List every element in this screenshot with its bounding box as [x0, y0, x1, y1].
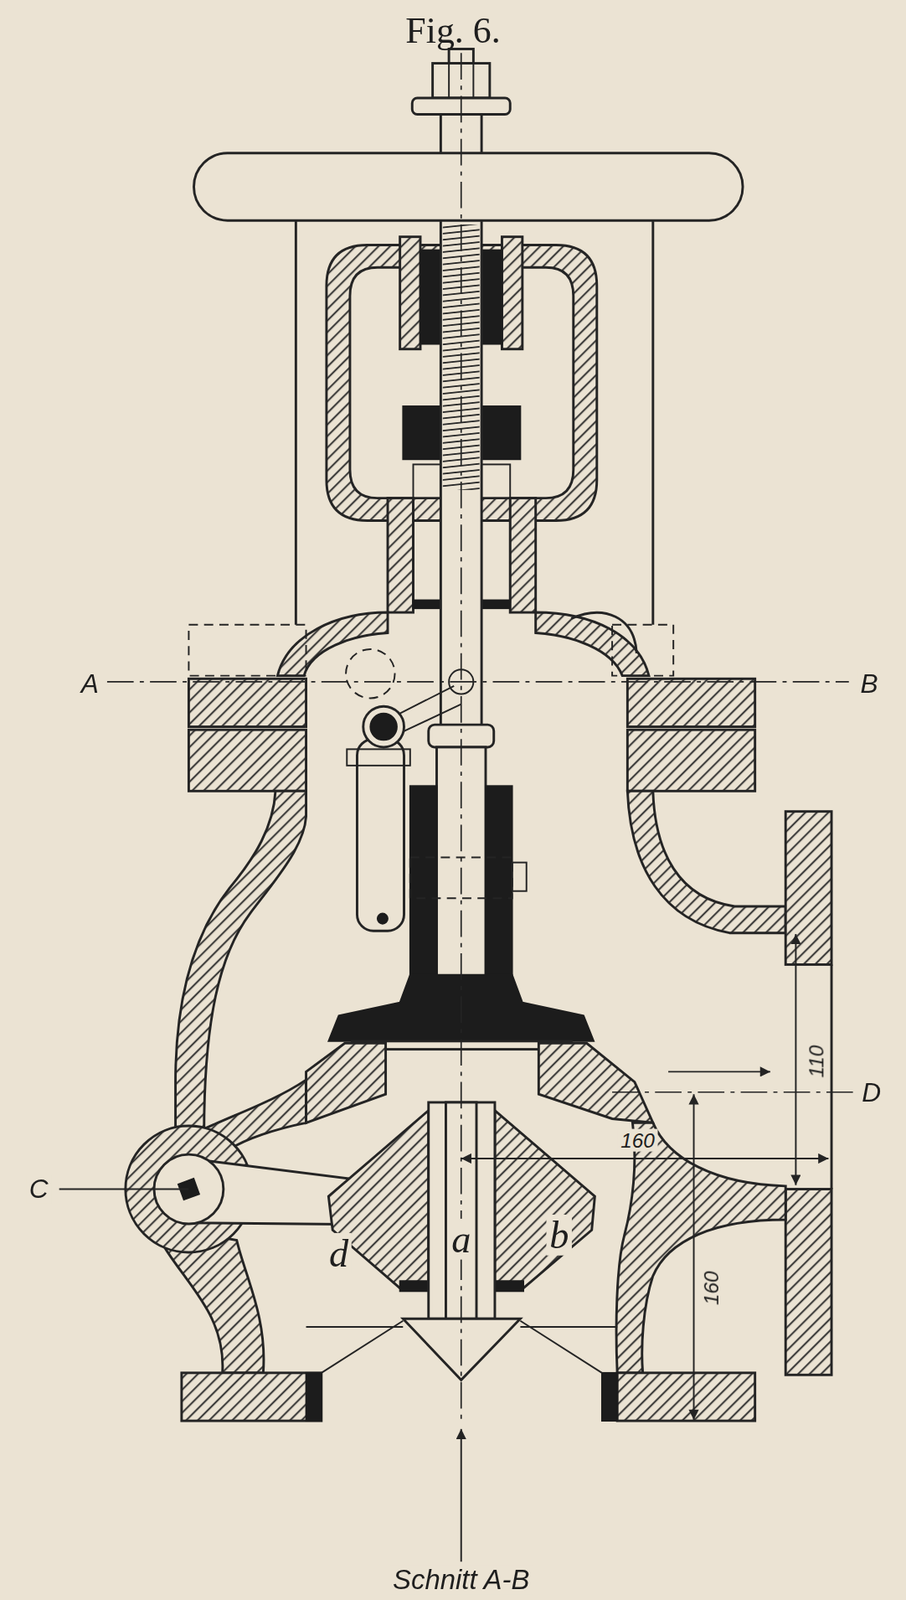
dimension-value: 160	[617, 1128, 659, 1152]
section-lines	[59, 52, 850, 1561]
yoke-section-part	[387, 498, 413, 613]
check-cone-part	[400, 1280, 429, 1291]
section-mark: C	[25, 1173, 52, 1203]
linkage-part	[370, 713, 397, 741]
check-cone-part	[494, 1110, 595, 1288]
dimension-value: 110	[804, 1041, 828, 1081]
handwheel-part	[447, 63, 450, 98]
part-letter: a	[448, 1218, 474, 1260]
linkage-part	[356, 738, 404, 931]
spindle-part	[410, 785, 438, 974]
section-mark: A	[77, 669, 102, 698]
linkage-part	[363, 705, 405, 747]
bonnet-section-part	[627, 729, 755, 791]
bonnet-section-part	[627, 678, 755, 726]
valve-body-part	[602, 1372, 618, 1421]
valve-body-part	[306, 1372, 322, 1421]
section-caption: Schnitt A-B	[389, 1564, 533, 1595]
part-letter: b	[545, 1214, 572, 1256]
yoke-section-part	[420, 250, 441, 345]
dimension-lines-part	[668, 1070, 771, 1072]
linkage-part	[346, 748, 411, 765]
spindle-part	[512, 862, 527, 891]
yoke-section-part	[501, 236, 522, 350]
yoke-section-part	[509, 498, 536, 613]
dimension-value: 160	[700, 1267, 723, 1308]
section-lines-part	[460, 1428, 463, 1561]
yoke-section-part	[481, 250, 502, 345]
valve-body-part	[175, 790, 307, 1133]
yoke-section-part	[481, 406, 520, 459]
valve-body-part	[616, 1122, 786, 1373]
linkage-part	[377, 913, 388, 924]
yoke-section-part	[402, 406, 441, 459]
handwheel	[194, 48, 744, 221]
dimension-lines-part	[693, 1093, 695, 1420]
yoke-section-part	[481, 463, 510, 602]
valve-body-part	[306, 1042, 387, 1123]
dimension-lines-part	[461, 1157, 829, 1159]
dimension-lines	[461, 933, 855, 1420]
dimension-lines-part	[612, 1091, 855, 1093]
bonnet-section-part	[188, 624, 306, 676]
section-mark: D	[858, 1077, 884, 1107]
valve-body-part	[785, 811, 832, 965]
section-mark: B	[857, 669, 881, 698]
bonnet-section-part	[188, 678, 306, 726]
section-lines-part	[107, 680, 850, 683]
bonnet-section-part	[571, 612, 637, 653]
section-lines-part	[59, 1188, 190, 1190]
bonnet-section-part	[188, 729, 306, 791]
valve-body	[125, 790, 832, 1421]
bonnet-section-part	[612, 624, 674, 676]
valve-body-part	[830, 963, 834, 1189]
figure-title: Fig. 6.	[405, 12, 500, 50]
part-letter: d	[325, 1232, 351, 1274]
valve-body-part	[627, 790, 786, 932]
linkage	[345, 648, 474, 931]
dimension-lines-part	[794, 933, 797, 1185]
bonnet-section-part	[535, 612, 649, 676]
valve-body-part	[538, 1042, 653, 1123]
spindle-part	[485, 785, 513, 974]
yoke-section-part	[400, 236, 421, 350]
valve-body-part	[785, 1189, 832, 1375]
check-cone-part	[494, 1280, 524, 1291]
yoke-section-part	[412, 463, 441, 602]
spindle	[410, 113, 527, 1043]
linkage-part	[345, 648, 395, 698]
handwheel-part	[472, 63, 474, 98]
handwheel-part	[194, 153, 744, 221]
bonnet-section-part	[277, 612, 388, 676]
valve-body-part	[617, 1372, 755, 1421]
valve-body-part	[181, 1372, 322, 1421]
